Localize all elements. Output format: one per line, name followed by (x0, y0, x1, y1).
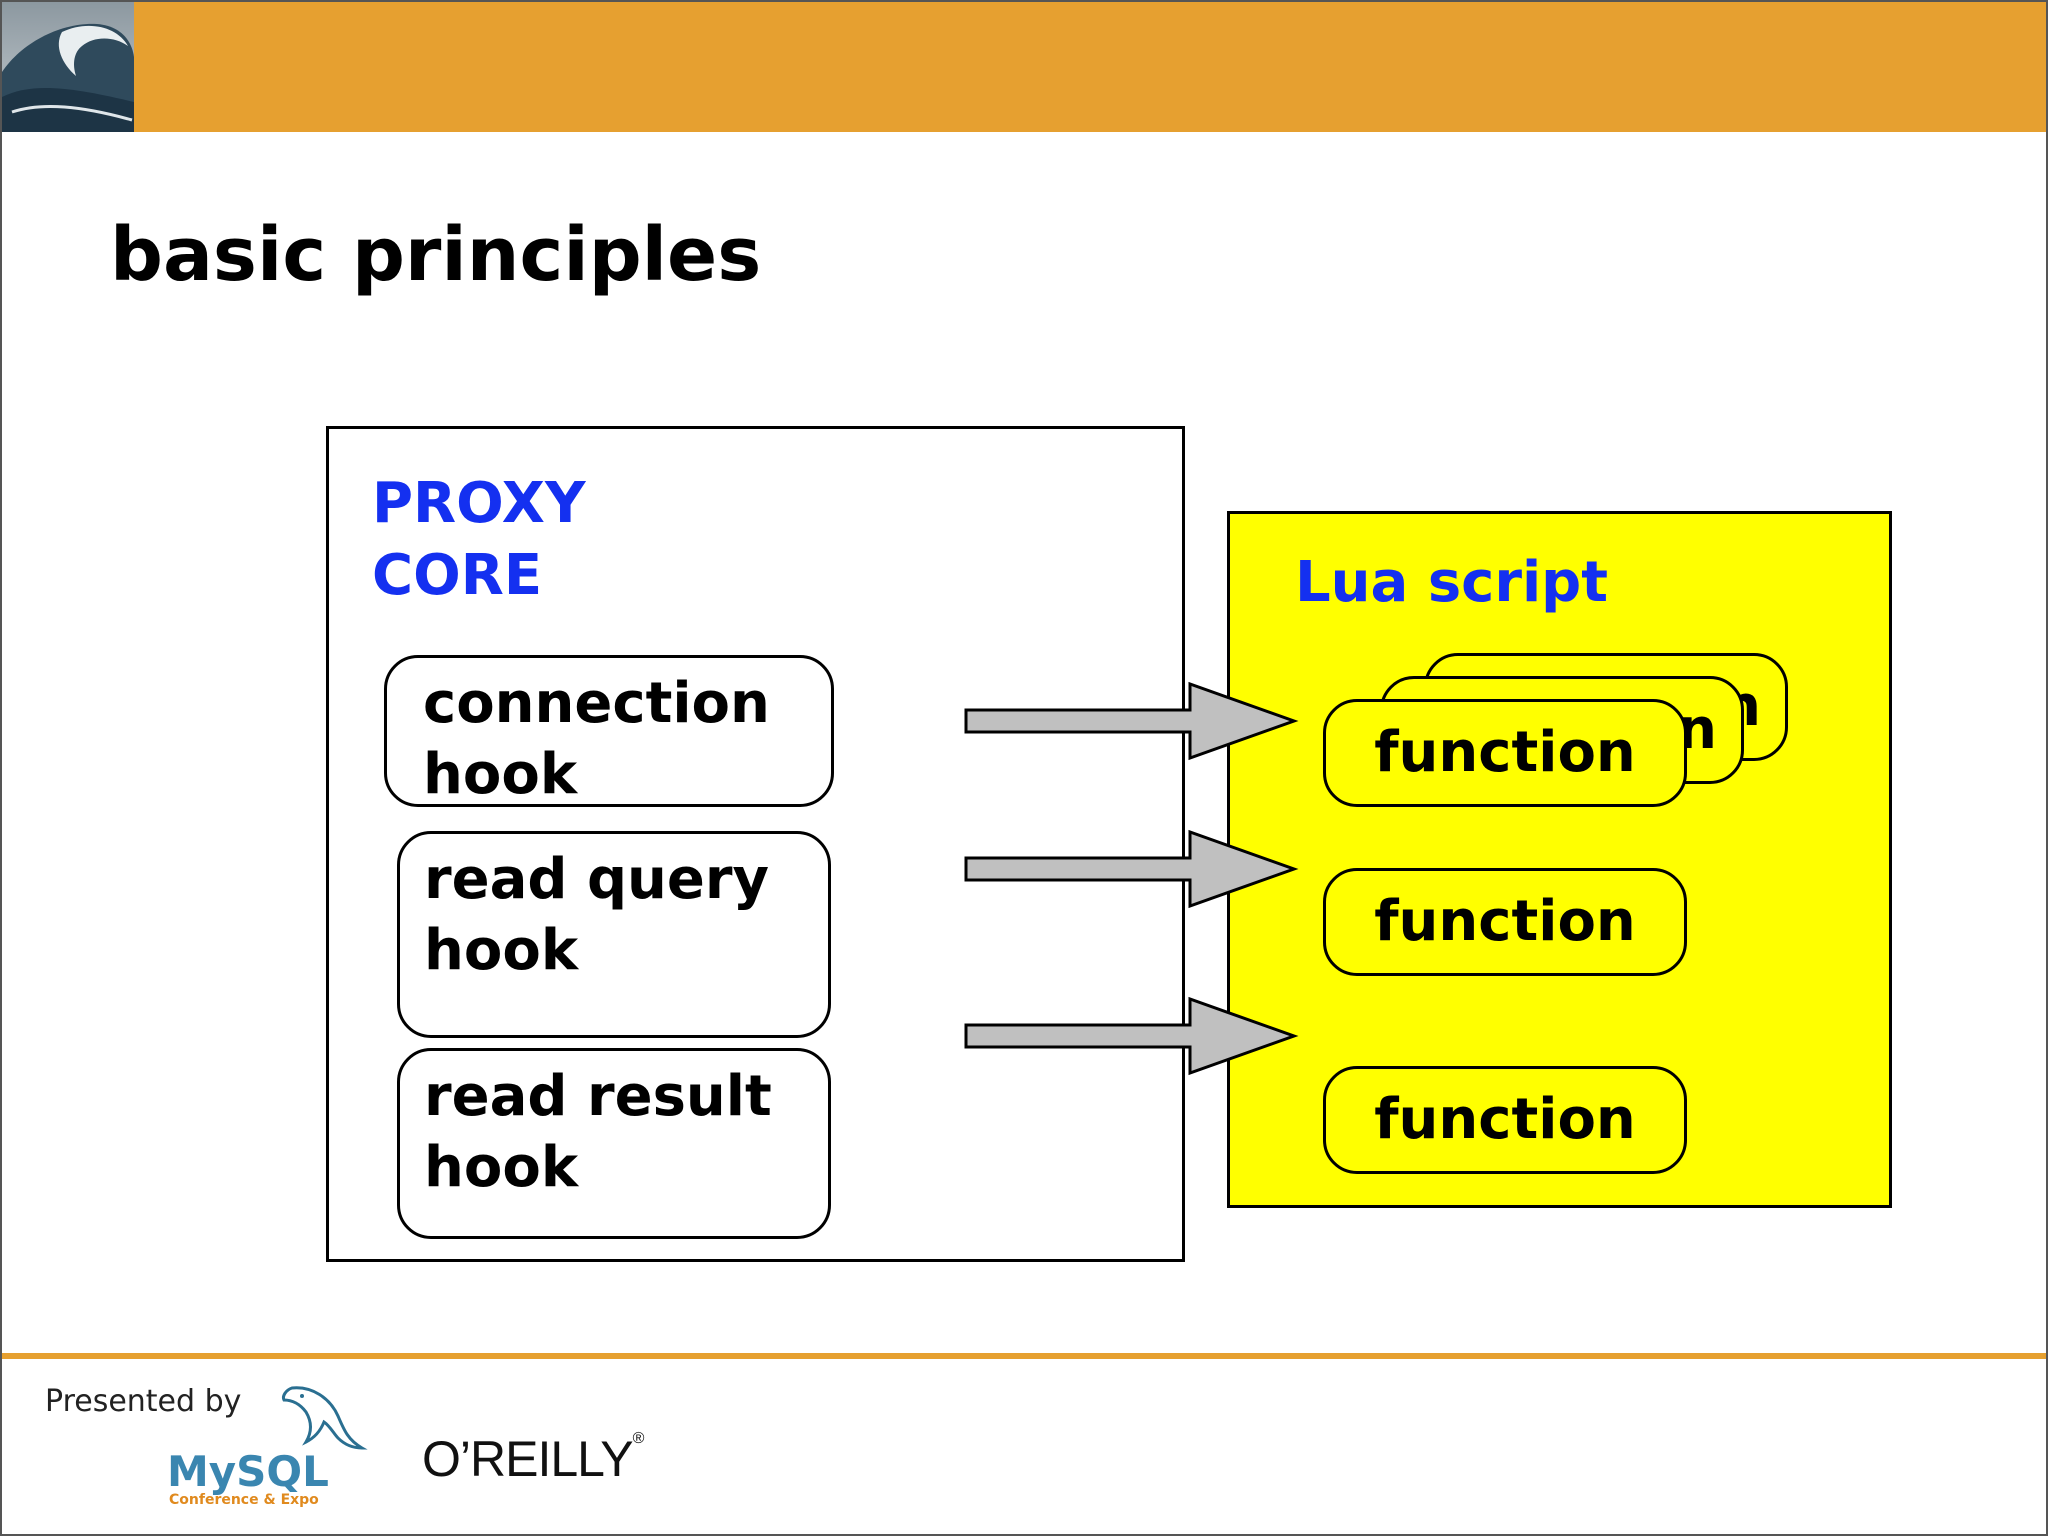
proxy-core-label: PROXY CORE (372, 471, 586, 608)
read-query-hook: read query hook (397, 831, 831, 1038)
arrow-read-result-to-function (964, 996, 1299, 1076)
arrow-read-query-to-function (964, 829, 1299, 909)
mysql-logo-text: MySQL (167, 1447, 329, 1496)
oreilly-logo-text: O’REILLY (422, 1431, 634, 1487)
read-result-hook: read result hook (397, 1048, 831, 1239)
connection-hook: connection hook (384, 655, 834, 807)
function-box-2: function (1323, 868, 1687, 976)
function-box-3: function (1323, 1066, 1687, 1174)
function-box-1: function (1323, 699, 1687, 807)
arrow-connection-to-function (964, 681, 1299, 761)
oreilly-logo: O’REILLY® (422, 1430, 645, 1488)
function-2-label: function (1374, 889, 1636, 954)
mysql-logo: MySQL Conference & Expo (167, 1386, 368, 1508)
oreilly-trademark: ® (632, 1430, 645, 1447)
footer-divider (2, 1353, 2046, 1359)
presented-by-label: Presented by (45, 1384, 242, 1419)
wave-image (2, 2, 134, 132)
header-bar (2, 2, 2046, 132)
dolphin-icon (282, 1386, 368, 1450)
lua-script-label: Lua script (1295, 550, 1609, 615)
function-3-label: function (1374, 1087, 1636, 1152)
mysql-logo-subtext: Conference & Expo (169, 1492, 319, 1508)
function-1-label: function (1374, 720, 1636, 785)
slide-title: basic principles (110, 212, 762, 298)
wave-icon (2, 2, 134, 132)
